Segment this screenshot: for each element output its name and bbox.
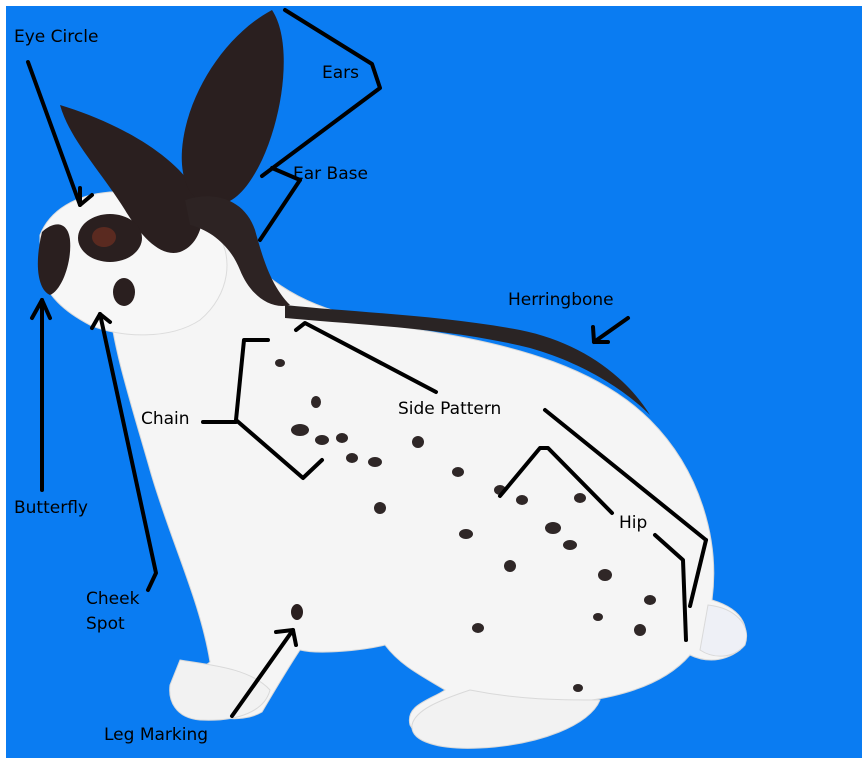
label-leg-marking: Leg Marking: [104, 726, 208, 745]
label-butterfly: Butterfly: [14, 499, 88, 518]
eye-circle-arrow: [28, 62, 92, 205]
label-cheek-spot-line2: Spot: [86, 615, 139, 634]
label-side-pattern: Side Pattern: [398, 400, 501, 419]
label-ear-base: Ear Base: [293, 165, 368, 184]
label-herringbone: Herringbone: [508, 291, 614, 310]
label-hip: Hip: [619, 514, 647, 533]
butterfly-arrow: [32, 300, 50, 490]
label-eye-circle: Eye Circle: [14, 28, 98, 47]
label-cheek-spot-line1: Cheek: [86, 590, 139, 609]
side-pattern-pointer: [296, 323, 706, 606]
label-ears: Ears: [322, 64, 359, 83]
label-chain: Chain: [141, 410, 190, 429]
hip-bracket: [500, 448, 686, 640]
label-cheek-spot: Cheek Spot: [86, 590, 139, 633]
ears-pointer: [262, 10, 380, 176]
chain-bracket: [203, 340, 322, 478]
herringbone-arrow: [593, 318, 628, 342]
leg-marking-arrow: [232, 630, 296, 716]
cheek-spot-arrow: [92, 314, 156, 590]
